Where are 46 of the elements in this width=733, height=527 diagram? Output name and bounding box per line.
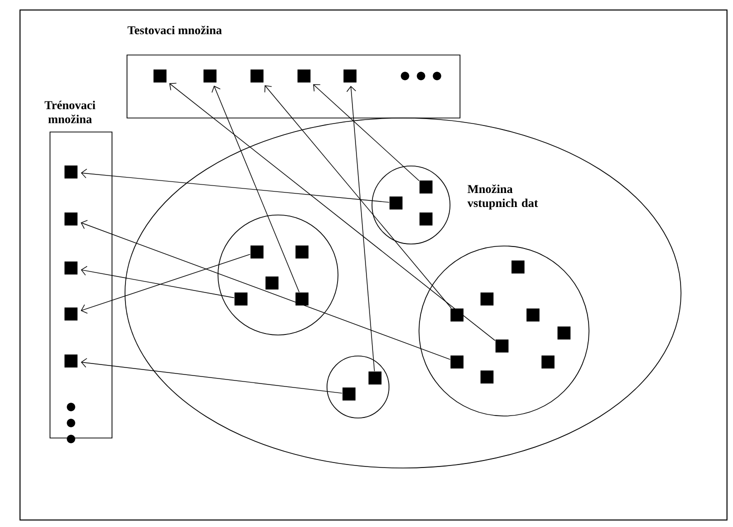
data-square (298, 70, 310, 82)
data-square (450, 356, 464, 368)
data-square (64, 262, 78, 274)
data-square (496, 340, 508, 352)
data-square (64, 212, 78, 226)
data-square (526, 308, 540, 322)
data-square (296, 246, 308, 258)
data-square (542, 356, 554, 368)
data-square (64, 308, 78, 320)
set-title: Testovaci množina (128, 26, 222, 34)
arrow (313, 84, 420, 182)
arrow (80, 168, 390, 203)
data-square (390, 196, 402, 210)
data-square (64, 166, 78, 178)
cluster-circle (218, 214, 338, 336)
data-square (154, 70, 166, 82)
arrow (346, 86, 375, 372)
arrow (80, 254, 250, 314)
set-title: Množina vstupnich dat (467, 184, 538, 210)
data-square (368, 372, 382, 384)
arrow (169, 82, 496, 341)
data-square (250, 70, 264, 82)
arrow (212, 86, 300, 292)
cluster-circle (372, 166, 450, 244)
arrow (80, 358, 342, 394)
data-square (480, 292, 494, 306)
data-square (234, 292, 248, 306)
data-square (266, 276, 278, 290)
data-square (204, 70, 216, 82)
data-square (512, 260, 524, 274)
arrow (80, 266, 234, 298)
data-square (64, 354, 78, 368)
arrow (80, 220, 450, 360)
data-square (250, 246, 264, 258)
data-square (450, 308, 464, 322)
cluster-circle (326, 356, 390, 418)
data-square (296, 292, 308, 306)
cluster-circle (418, 246, 590, 416)
data-square (420, 212, 432, 226)
data-square (558, 326, 570, 340)
data-square (420, 180, 432, 194)
data-square (342, 388, 356, 400)
data-square (480, 370, 494, 384)
set-title: Trénovaci množina (44, 100, 96, 124)
data-square (344, 70, 356, 82)
arrow (264, 85, 452, 308)
